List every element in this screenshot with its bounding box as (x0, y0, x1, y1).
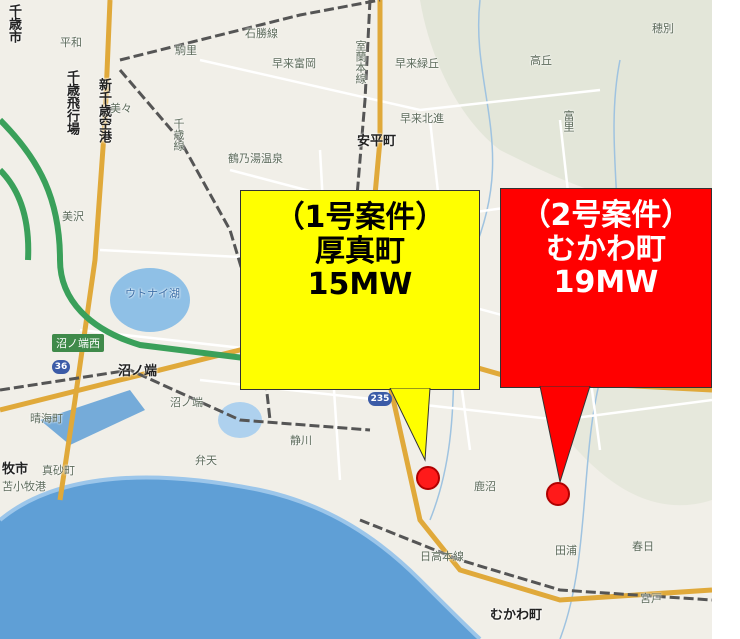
label-shinkawa: 静川 (290, 434, 312, 447)
label-hayakita-tomioka: 早来富岡 (272, 57, 316, 70)
callout-project-2-box: （2号案件） むかわ町 19MW (500, 188, 712, 388)
callout-project-1-title: （1号案件） (274, 200, 446, 235)
label-komazato: 駒里 (175, 44, 197, 57)
label-ishikatsu-line: 石勝線 (245, 27, 278, 40)
map-canvas[interactable]: 千歳市 平和 千歳飛行場 新千歳空港 美々 駒里 石勝線 千歳線 早来富岡 早来… (0, 0, 712, 639)
label-heiwa: 平和 (60, 36, 82, 49)
route-235-shield: 235 (368, 392, 392, 406)
label-utonai-lake: ウトナイ湖 (125, 287, 180, 300)
label-hayakita-midorigaoka: 早来緑丘 (395, 57, 439, 70)
callout-project-2-location: むかわ町 (546, 231, 666, 267)
label-miyako: 美々 (110, 102, 132, 115)
callout-project-1-box: （1号案件） 厚真町 15MW (240, 190, 480, 390)
label-kasuga: 春日 (632, 540, 654, 553)
callout-project-1-location: 厚真町 (315, 233, 405, 269)
sea-shore-highlight (0, 475, 482, 639)
callout-project-1-pointer (389, 388, 431, 462)
label-numanohata: 沼ノ端 (118, 364, 158, 379)
label-mukawa: むかわ町 (490, 608, 543, 623)
project-1-location-marker[interactable] (416, 466, 440, 490)
label-hobetsu: 穂別 (652, 22, 674, 35)
label-hayakita-kita: 早来北進 (400, 112, 444, 125)
label-masago: 真砂町 (42, 464, 75, 477)
label-harbor: 苫小牧港 (2, 480, 46, 493)
label-tsurunoyu: 鶴乃湯温泉 (228, 152, 283, 165)
label-seikai: 晴海町 (30, 412, 63, 425)
label-chitose-line: 千歳線 (172, 118, 185, 151)
label-chitose-city: 千歳市 (6, 4, 21, 43)
callout-project-2-capacity: 19MW (553, 265, 659, 301)
hill-shading (420, 0, 712, 206)
label-kanuma: 鹿沼 (474, 480, 496, 493)
label-chitose-airport: 千歳飛行場 (64, 70, 79, 135)
label-taura: 田浦 (555, 544, 577, 557)
lake-utonai (110, 268, 190, 332)
sea-area (0, 477, 480, 639)
callout-project-1-capacity: 15MW (307, 267, 413, 303)
expressway (0, 117, 461, 378)
label-city-left: 牧市 (2, 462, 29, 477)
label-hidaka-line: 日高本線 (420, 550, 464, 563)
label-fuji: 富里 (562, 110, 575, 132)
harbor-area (40, 390, 145, 445)
label-benten: 弁天 (195, 454, 217, 467)
label-bisawa: 美沢 (62, 210, 84, 223)
label-takaoka: 高丘 (530, 54, 552, 67)
callout-project-2-pointer (539, 386, 591, 484)
route-36-shield: 36 (52, 360, 70, 374)
label-muroran-line: 室蘭本線 (354, 40, 367, 84)
callout-project-2-title: （2号案件） (520, 198, 692, 233)
label-numanohata-west: 沼ノ端西 (52, 334, 104, 352)
project-2-location-marker[interactable] (546, 482, 570, 506)
label-abira: 安平町 (357, 134, 397, 149)
label-miyato: 宮戸 (640, 592, 662, 605)
label-shinchitose-airport: 新千歳空港 (96, 78, 111, 143)
label-numanohata-2: 沼ノ端 (170, 396, 203, 409)
